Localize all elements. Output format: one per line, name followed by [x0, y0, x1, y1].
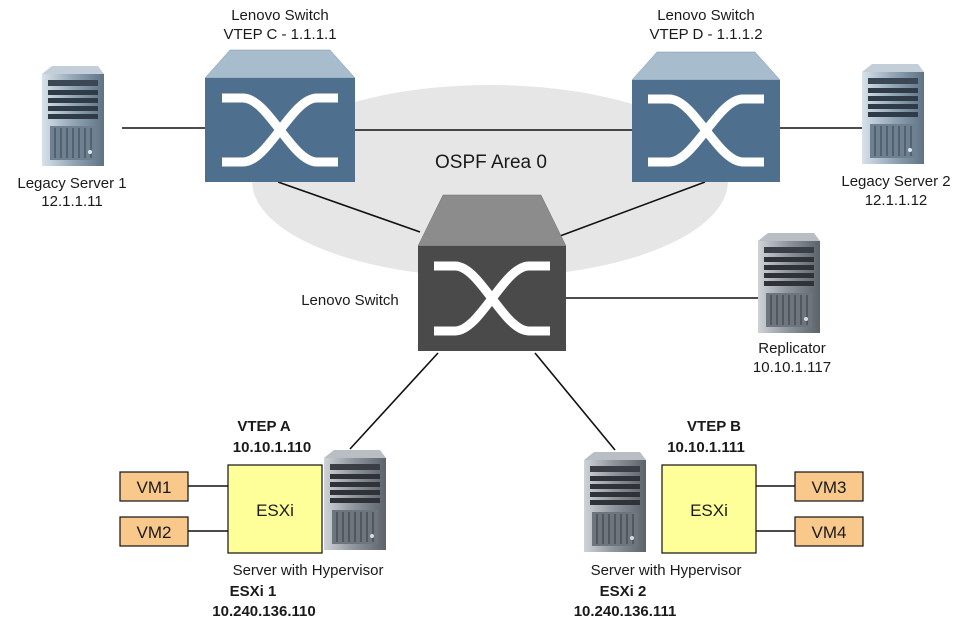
vtep-d-switch-name: Lenovo Switch — [657, 7, 755, 24]
switch-x-icon — [434, 261, 550, 336]
vm4-label: VM4 — [812, 523, 847, 542]
switch-vtep-c — [204, 49, 356, 182]
vm2-label: VM2 — [137, 523, 172, 542]
ospf-area-label: OSPF Area 0 — [435, 152, 547, 173]
link-vtepd-core — [559, 181, 706, 237]
switch-vtep-d — [631, 51, 781, 182]
link-core-esxi1 — [349, 352, 439, 450]
links — [122, 127, 862, 532]
switch-x-icon — [222, 93, 338, 167]
esxi-2-label: ESXi 2 — [600, 583, 647, 600]
vm3-box — [794, 471, 864, 502]
link-core-esxi2 — [534, 352, 616, 451]
esxi-b-label: ESXi — [690, 501, 728, 520]
esxi-b-box — [661, 464, 757, 554]
esxi-a-box — [227, 464, 323, 554]
vm2-box — [119, 516, 189, 547]
vtep-a-ip: 10.10.1.110 — [233, 439, 311, 456]
vtep-c-switch-name: Lenovo Switch — [231, 7, 329, 24]
replicator-server — [757, 232, 821, 334]
replicator-name: Replicator — [758, 340, 826, 357]
esxi-2-ip: 10.240.136.111 — [574, 603, 677, 620]
host-b-caption: Server with Hypervisor — [591, 562, 742, 579]
core-switch-name: Lenovo Switch — [301, 292, 399, 309]
switch-x-icon — [648, 94, 764, 167]
vtep-c-label: VTEP C - 1.1.1.1 — [223, 26, 336, 43]
hypervisor-server-b — [583, 451, 647, 553]
hypervisor-server-a — [323, 449, 387, 551]
esxi-1-ip: 10.240.136.110 — [212, 603, 315, 620]
legacy-server-1 — [41, 65, 105, 167]
vtep-a-label: VTEP A — [237, 418, 291, 435]
vtep-d-label: VTEP D - 1.1.1.2 — [649, 26, 762, 43]
switch-core — [417, 194, 567, 351]
legacy-server-2-name: Legacy Server 2 — [841, 173, 950, 190]
legacy-server-2-ip: 12.1.1.12 — [865, 192, 928, 209]
vtep-b-label: VTEP B — [687, 418, 741, 435]
legacy-server-2 — [861, 63, 925, 165]
esxi-1-label: ESXi 1 — [230, 583, 277, 600]
legacy-server-1-name: Legacy Server 1 — [17, 175, 126, 192]
ospf-area — [252, 85, 728, 277]
vm1-box — [119, 471, 189, 502]
vtep-b-ip: 10.10.1.111 — [667, 439, 745, 456]
host-a-caption: Server with Hypervisor — [233, 562, 384, 579]
replicator-ip: 10.10.1.117 — [753, 359, 831, 376]
vm3-label: VM3 — [812, 478, 847, 497]
vm4-box — [794, 516, 864, 547]
esxi-a-label: ESXi — [256, 501, 294, 520]
legacy-server-1-ip: 12.1.1.11 — [41, 193, 102, 210]
vm1-label: VM1 — [137, 478, 172, 497]
link-vtepc-core — [277, 181, 421, 233]
